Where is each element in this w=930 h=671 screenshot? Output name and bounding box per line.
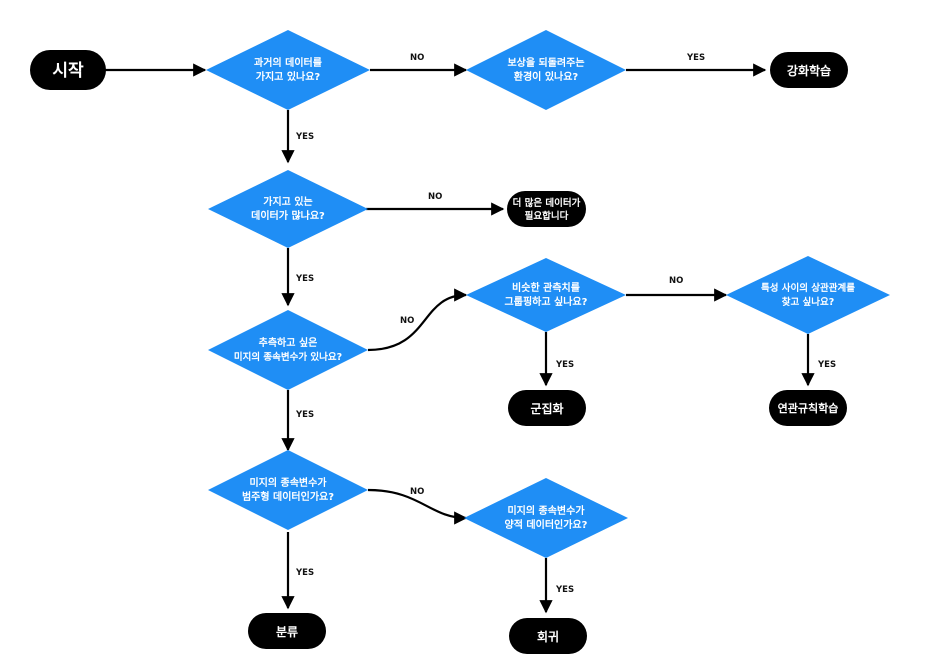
regression-pill bbox=[509, 618, 587, 654]
edge-label-cat-quant: NO bbox=[410, 487, 424, 497]
need-more-line-1: 더 많은 데이터가 bbox=[513, 197, 581, 209]
edge-label-past-reward: NO bbox=[410, 53, 424, 63]
decision-quantitative-line-2: 양적 데이터인가요? bbox=[505, 518, 588, 531]
decision-target-shape bbox=[208, 310, 368, 390]
decision-categorical-line-1: 미지의 종속변수가 bbox=[249, 476, 327, 489]
decision-past-data-line-2: 가지고 있나요? bbox=[256, 70, 321, 83]
clustering-label: 군집화 bbox=[530, 401, 563, 416]
decision-past-data[interactable]: 과거의 데이터를 가지고 있나요? bbox=[206, 30, 370, 110]
decision-categorical-line-2: 범주형 데이터인가요? bbox=[242, 490, 334, 503]
classification-node[interactable]: 분류 bbox=[248, 613, 326, 649]
decision-quantitative-line-1: 미지의 종속변수가 bbox=[507, 504, 585, 517]
need-more-pill bbox=[507, 191, 586, 227]
decision-categorical-shape bbox=[208, 450, 368, 530]
clustering-node[interactable]: 군집화 bbox=[508, 390, 586, 426]
start-node[interactable]: 시작 bbox=[30, 50, 106, 90]
decision-group-line-2: 그룹핑하고 싶나요? bbox=[505, 295, 588, 308]
edge-labels: NO YES YES NO YES NO YES NO YES YES YES … bbox=[295, 53, 836, 595]
decision-relation-shape bbox=[726, 256, 890, 334]
edge-label-group-relation: NO bbox=[669, 276, 683, 286]
decision-relation[interactable]: 특성 사이의 상관관계를 찾고 싶나요? bbox=[726, 256, 890, 334]
decision-labeled[interactable]: 가지고 있는 데이터가 많나요? bbox=[208, 170, 368, 248]
decision-labeled-shape bbox=[208, 170, 368, 248]
start-label: 시작 bbox=[52, 61, 84, 81]
edge-label-target-cat: YES bbox=[295, 410, 314, 420]
decision-group-shape bbox=[466, 258, 626, 332]
edge-label-reward-rl: YES bbox=[686, 53, 705, 63]
clustering-pill bbox=[508, 390, 586, 426]
classification-pill bbox=[248, 613, 326, 649]
decision-reward-env-line-1: 보상을 되돌려주는 bbox=[507, 56, 584, 69]
decision-categorical[interactable]: 미지의 종속변수가 범주형 데이터인가요? bbox=[208, 450, 368, 530]
classification-label: 분류 bbox=[276, 625, 298, 639]
decision-target-line-2: 미지의 종속변수가 있나요? bbox=[234, 351, 342, 363]
need-more-line-2: 필요합니다 bbox=[525, 210, 569, 222]
edge-categorical-to-quantitative bbox=[367, 488, 468, 525]
edge-label-labeled-more: NO bbox=[428, 192, 442, 202]
edge-label-quant-reg: YES bbox=[555, 585, 574, 595]
edge-label-relation-assoc: YES bbox=[817, 360, 836, 370]
assoc-label: 연관규칙학습 bbox=[778, 401, 839, 415]
edges bbox=[105, 63, 815, 614]
edge-label-group-cluster: YES bbox=[555, 360, 574, 370]
edge-label-labeled-target: YES bbox=[295, 274, 314, 284]
decision-target[interactable]: 추측하고 싶은 미지의 종속변수가 있나요? bbox=[208, 310, 368, 390]
decision-quantitative-shape bbox=[464, 478, 628, 558]
decision-labeled-line-2: 데이터가 많나요? bbox=[251, 209, 325, 222]
edge-target-to-group bbox=[367, 288, 468, 352]
decision-group[interactable]: 비슷한 관측치를 그룹핑하고 싶나요? bbox=[466, 258, 626, 332]
decision-reward-env-line-2: 환경이 있나요? bbox=[514, 70, 579, 83]
decision-group-line-1: 비슷한 관측치를 bbox=[512, 281, 580, 294]
decision-target-line-1: 추측하고 싶은 bbox=[259, 336, 318, 349]
edge-label-cat-class: YES bbox=[295, 568, 314, 578]
rl-node[interactable]: 강화학습 bbox=[770, 52, 848, 88]
decision-reward-env[interactable]: 보상을 되돌려주는 환경이 있나요? bbox=[466, 30, 626, 110]
decision-relation-line-1: 특성 사이의 상관관계를 bbox=[761, 282, 855, 294]
assoc-node[interactable]: 연관규칙학습 bbox=[769, 390, 847, 426]
start-pill bbox=[30, 50, 106, 90]
decision-past-data-line-1: 과거의 데이터를 bbox=[254, 56, 322, 69]
need-more-node[interactable]: 더 많은 데이터가 필요합니다 bbox=[507, 191, 586, 227]
decision-past-data-shape bbox=[206, 30, 370, 110]
assoc-pill bbox=[769, 390, 847, 426]
edge-label-target-group: NO bbox=[400, 316, 414, 326]
regression-label: 회귀 bbox=[537, 629, 559, 644]
edge-label-past-labeled: YES bbox=[295, 132, 314, 142]
decision-labeled-line-1: 가지고 있는 bbox=[263, 195, 312, 208]
rl-label: 강화학습 bbox=[787, 63, 831, 78]
decision-relation-line-2: 찾고 싶나요? bbox=[782, 296, 835, 308]
decision-quantitative[interactable]: 미지의 종속변수가 양적 데이터인가요? bbox=[464, 478, 628, 558]
decision-reward-env-shape bbox=[466, 30, 626, 110]
regression-node[interactable]: 회귀 bbox=[509, 618, 587, 654]
rl-pill bbox=[770, 52, 848, 88]
